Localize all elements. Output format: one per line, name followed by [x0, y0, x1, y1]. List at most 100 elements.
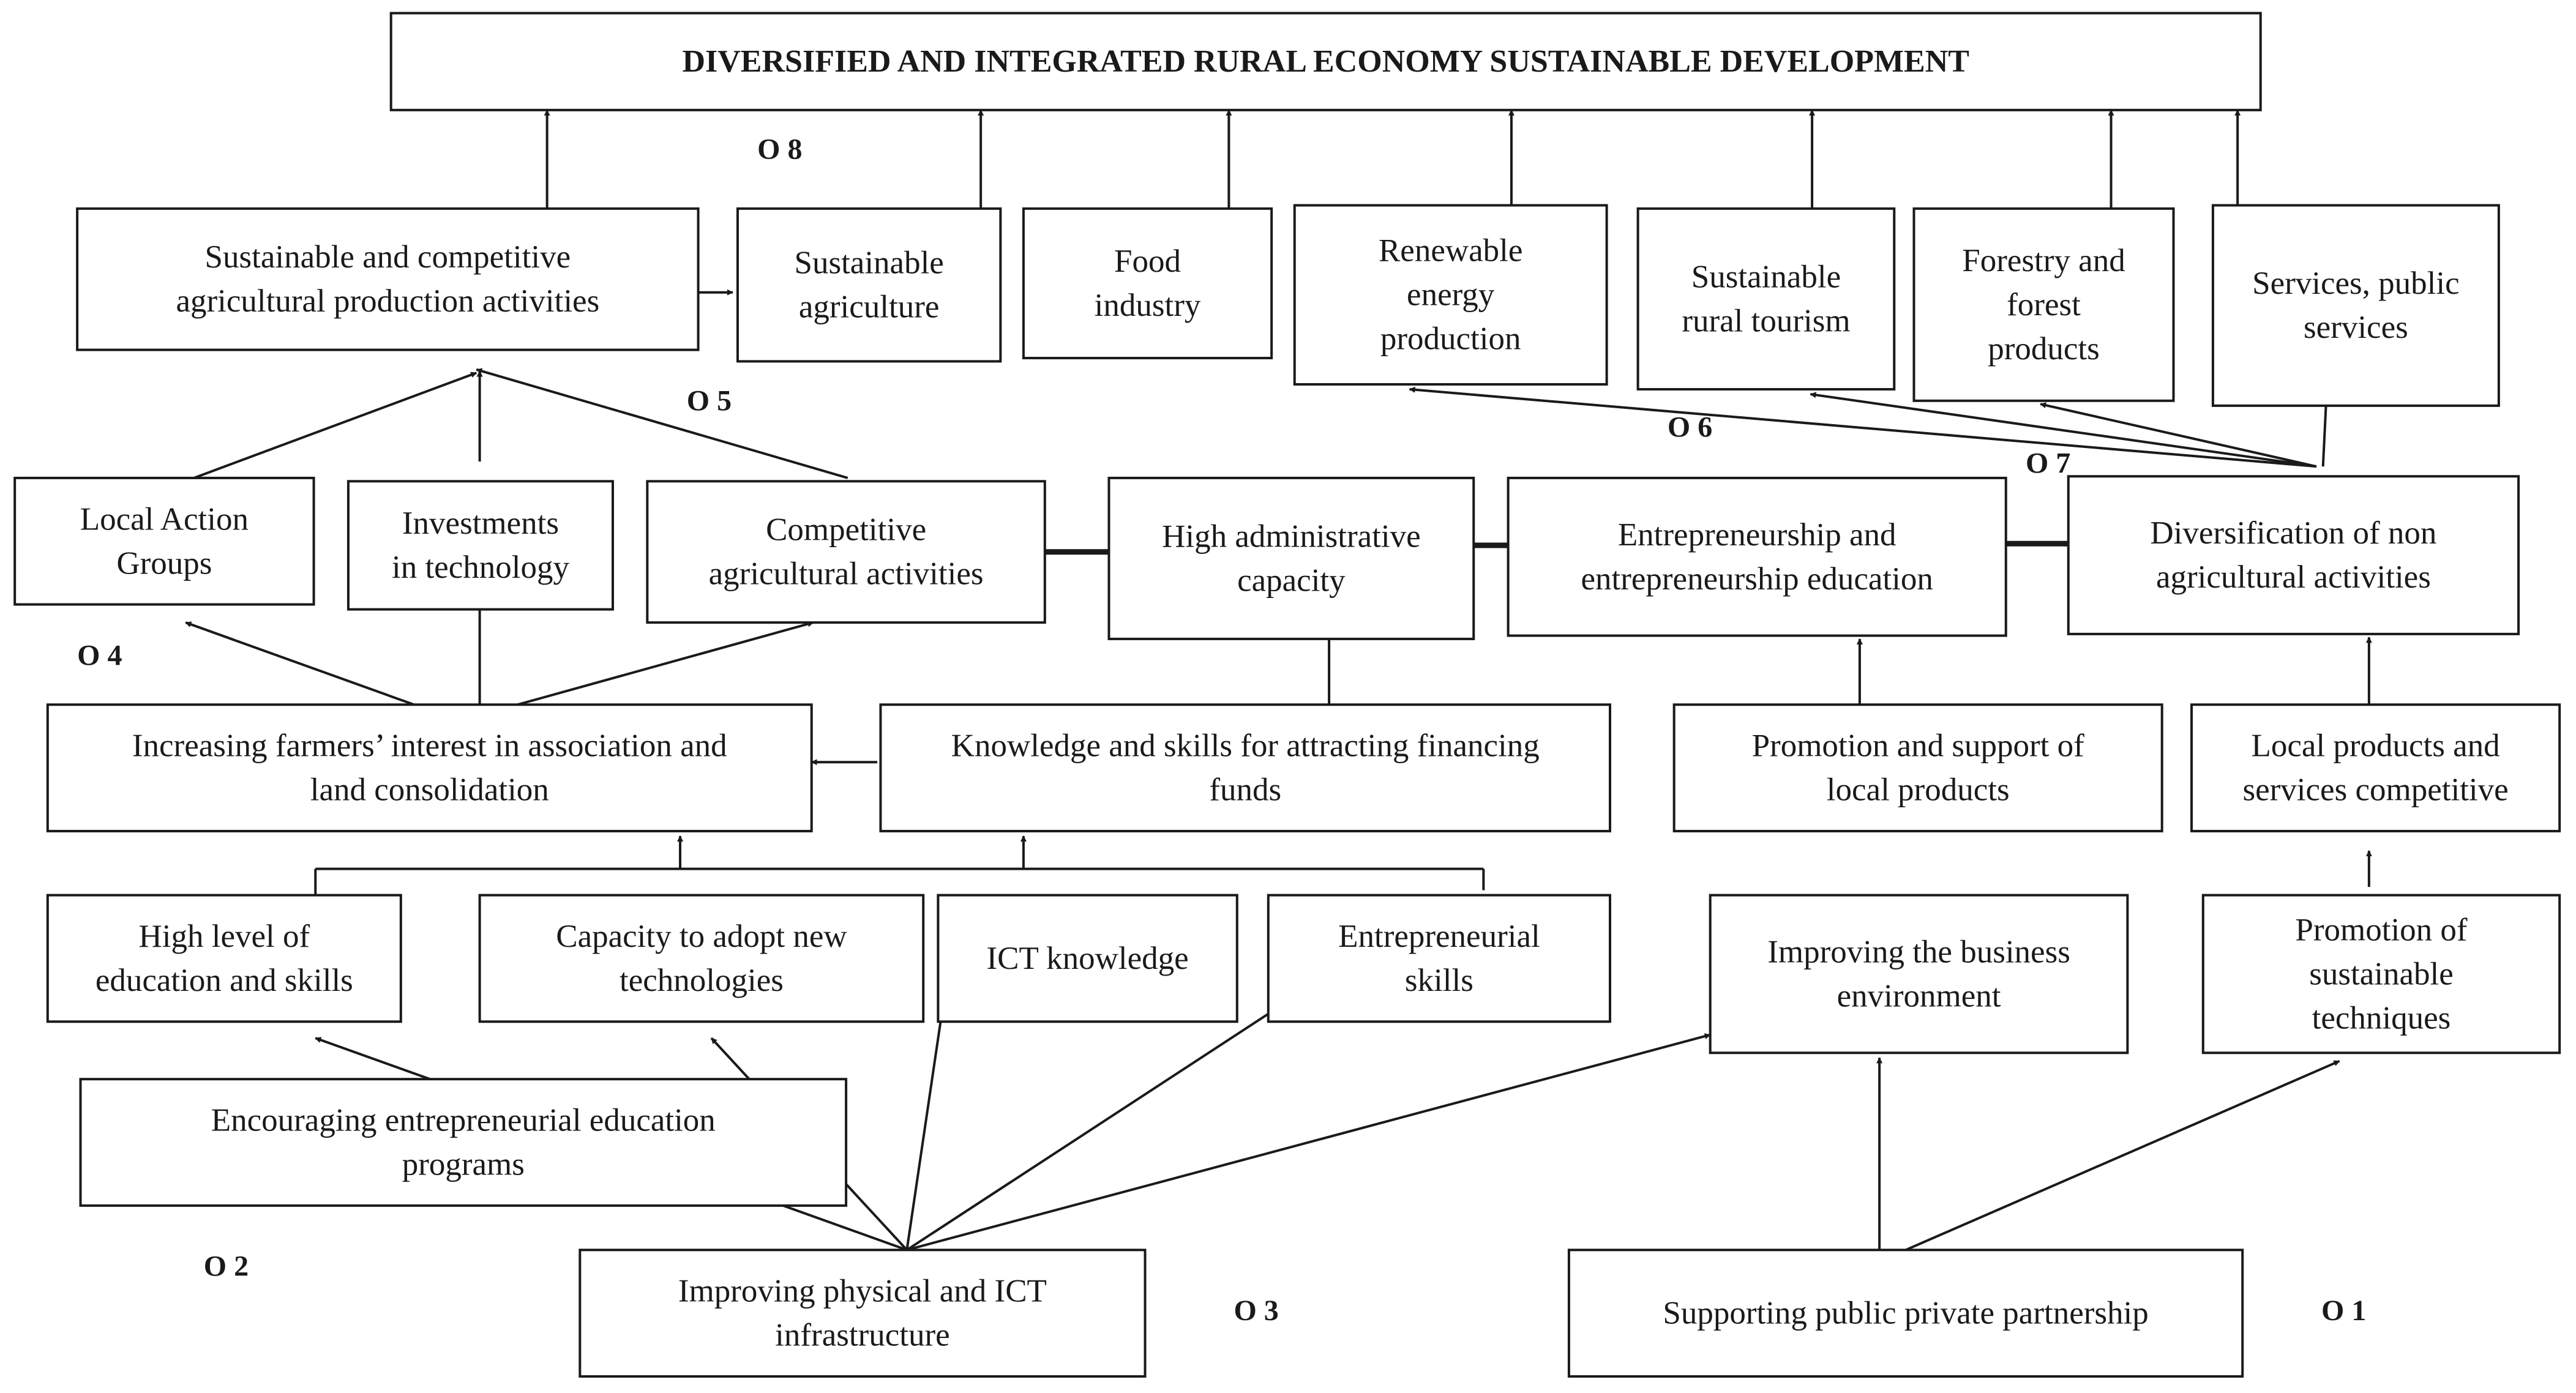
objective-label: O 7 [2026, 447, 2070, 479]
objective-label: O 5 [687, 384, 732, 417]
node-label: entrepreneurship education [1581, 561, 1933, 597]
node-label: programs [402, 1146, 525, 1182]
node-box [1267, 894, 1611, 1023]
objective-label: O 1 [2321, 1294, 2366, 1327]
node-label: local products [1827, 772, 2010, 808]
node-ict-infrastructure: Improving physical and ICT infrastructure [578, 1249, 1147, 1378]
node-label: sustainable [2309, 956, 2454, 992]
node-label: Promotion of [2295, 912, 2468, 947]
node-label: Encouraging entrepreneurial education [211, 1102, 716, 1138]
node-label: energy [1407, 277, 1495, 313]
node-box [1709, 894, 2129, 1055]
node-label: Food [1114, 244, 1181, 279]
node-label: products [1988, 331, 2100, 367]
node-label: agricultural activities [2156, 559, 2431, 595]
node-entrepreneurship-education: Entrepreneurship and entrepreneurship edu… [1507, 476, 2007, 637]
objective-label: O 3 [1234, 1294, 1278, 1327]
node-label: production [1380, 321, 1521, 357]
node-box [1672, 703, 2163, 832]
node-label: industry [1095, 288, 1201, 323]
node-box [1022, 207, 1273, 360]
node-label: agriculture [799, 289, 940, 325]
node-label: ICT knowledge [986, 941, 1188, 976]
node-label: Sustainable and competitive [205, 239, 571, 275]
node-label: techniques [2312, 1000, 2451, 1036]
node-box [736, 207, 1002, 363]
node-label: Knowledge and skills for attracting fina… [951, 728, 1540, 764]
connector-arrow [1409, 386, 2317, 468]
node-sustainable-agriculture: Sustainable agriculture [736, 207, 1002, 363]
node-label: agricultural activities [709, 556, 984, 592]
node-label: Increasing farmers’ interest in associat… [132, 728, 727, 764]
node-business-environment: Improving the business environment [1709, 894, 2129, 1055]
node-competitive-ag-activities: Competitive agricultural activities [646, 480, 1046, 624]
node-box [76, 207, 700, 351]
node-label: education and skills [95, 963, 353, 998]
node-label: Investments [402, 506, 559, 541]
node-label: funds [1209, 772, 1281, 808]
node-box [937, 894, 1238, 1023]
node-label: Capacity to adopt new [556, 919, 847, 954]
node-sustainable-techniques: Promotion of sustainable techniques [2201, 894, 2561, 1055]
connector-arrow [185, 621, 414, 706]
node-box [2201, 894, 2561, 1055]
node-forestry: Forestry and forest products [1912, 207, 2175, 402]
node-box [1912, 207, 2175, 402]
node-label: Groups [116, 545, 212, 581]
node-box [646, 480, 1046, 624]
connector-arrow [1905, 1059, 2340, 1252]
node-label: capacity [1237, 562, 1346, 598]
objective-label: O 6 [1668, 411, 1712, 443]
connector-arrow [193, 372, 477, 479]
objective-label: O 8 [757, 133, 802, 166]
node-label: environment [1837, 978, 2001, 1014]
node-diversification: Diversification of non agricultural activ… [2067, 475, 2520, 635]
node-food-industry: Food industry [1022, 207, 1273, 360]
node-label: Competitive [766, 512, 926, 548]
node-label: infrastructure [775, 1318, 949, 1353]
connector-arrow [476, 368, 848, 479]
node-label: Forestry and [1962, 243, 2125, 278]
objective-label: O 2 [204, 1250, 249, 1283]
objective-label: O 4 [77, 639, 122, 671]
node-box [2190, 703, 2561, 832]
node-label: Improving physical and ICT [678, 1274, 1047, 1309]
node-label: Diversification of non [2150, 515, 2436, 551]
node-box [346, 480, 615, 611]
node-label: Improving the business [1767, 934, 2070, 969]
node-box [578, 1249, 1147, 1378]
node-box [46, 703, 813, 832]
node-education-skills: High level of education and skills [46, 894, 402, 1023]
node-label: High level of [138, 919, 310, 954]
diagram-title: DIVERSIFIED AND INTEGRATED RURAL ECONOMY… [682, 44, 1969, 79]
node-label: skills [1405, 963, 1473, 998]
node-farmers-interest: Increasing farmers’ interest in associat… [46, 703, 813, 832]
node-label: Entrepreneurship and [1618, 517, 1896, 553]
node-sustainable-competitive-ag: Sustainable and competitive agricultural … [76, 207, 700, 351]
node-label: agricultural production activities [176, 283, 599, 319]
node-box [1107, 476, 1475, 640]
connector-arrow [905, 1004, 946, 1250]
objective-labels: O 8 O 5 O 6 O 7 O 4 O 2 O 3 O 1 [77, 133, 2366, 1327]
node-label: rural tourism [1682, 303, 1850, 338]
node-box [478, 894, 925, 1023]
node-label: forest [2007, 287, 2081, 323]
diagram-title-box: DIVERSIFIED AND INTEGRATED RURAL ECONOMY… [389, 12, 2262, 111]
node-box [1507, 476, 2007, 637]
node-label: services competitive [2243, 772, 2509, 808]
node-label: land consolidation [310, 772, 549, 808]
connector-arrow [906, 1007, 1278, 1251]
node-label: Sustainable [794, 245, 943, 281]
node-box [879, 703, 1611, 832]
node-label: Supporting public private partnership [1663, 1296, 2148, 1331]
node-label: Local products and [2251, 728, 2499, 764]
node-label: Local Action [80, 501, 249, 537]
